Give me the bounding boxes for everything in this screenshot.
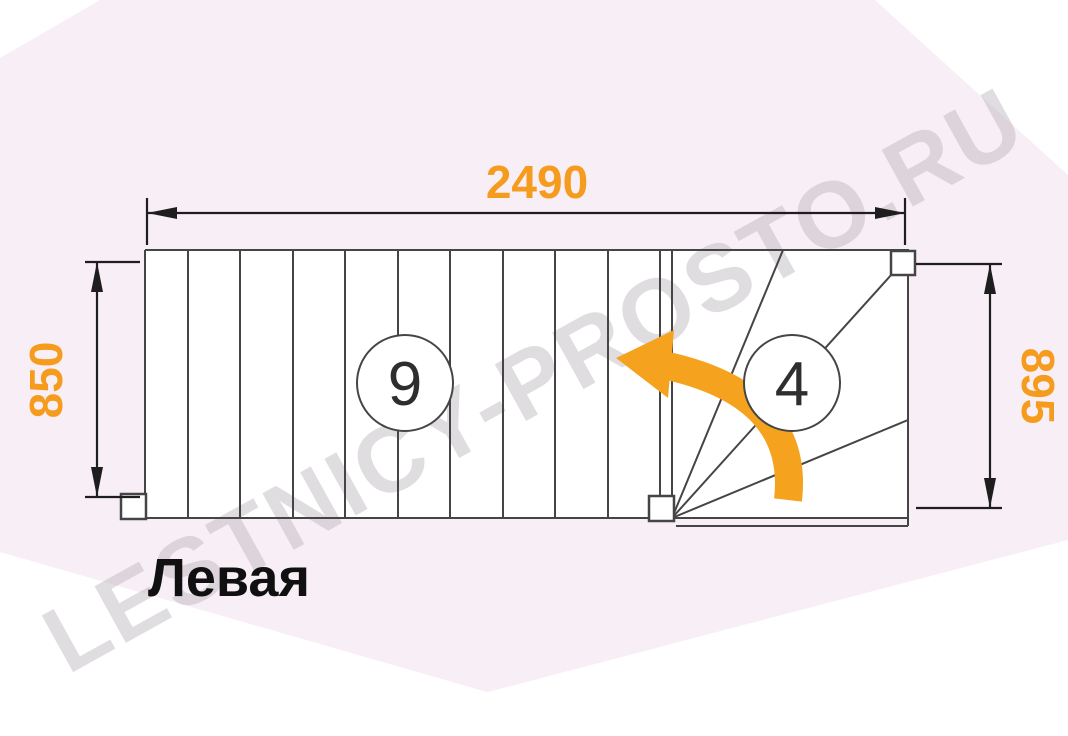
- winder-count: 4: [743, 334, 841, 432]
- newel-post-junction: [647, 494, 676, 523]
- winder-count-label: 4: [775, 350, 809, 419]
- newel-post-top-right: [889, 249, 917, 277]
- staircase-type-title: Левая: [148, 548, 310, 608]
- dimension-total-length-label: 2490: [486, 156, 588, 208]
- background-corner-top-right: [875, 0, 1068, 175]
- straight-flight-count-circle: [356, 334, 454, 432]
- dimension-arrow-bottom: [91, 467, 103, 497]
- dimension-flight-width: 850: [20, 260, 140, 499]
- straight-flight-count-label: 9: [388, 350, 422, 419]
- dimension-total-length: 2490: [145, 156, 907, 245]
- dimension-arrow-top: [984, 264, 996, 294]
- dimension-arrow-top: [91, 262, 103, 292]
- straight-flight-count: 9: [356, 334, 454, 432]
- background-band-bottom-right: [320, 540, 1068, 736]
- background-corner-top-left: [0, 0, 100, 58]
- direction-arrow-head: [616, 330, 674, 398]
- dimension-arrow-left: [147, 207, 177, 219]
- winder-count-circle: [743, 334, 841, 432]
- background-band-bottom-left: [0, 552, 640, 736]
- newel-post-bottom-left: [119, 492, 148, 521]
- dimension-arrow-bottom: [984, 478, 996, 508]
- dimension-winder-width: 895: [916, 262, 1064, 510]
- dimension-winder-width-label: 895: [1012, 348, 1064, 425]
- dimension-flight-width-label: 850: [20, 342, 72, 419]
- dimension-arrow-right: [875, 207, 905, 219]
